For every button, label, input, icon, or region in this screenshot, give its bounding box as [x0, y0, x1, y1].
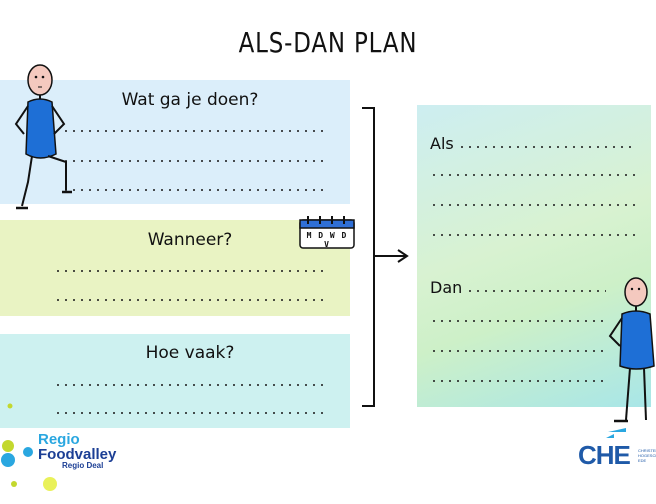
decorative-dots: [0, 400, 60, 500]
arrow-right-icon: [374, 248, 410, 268]
che-logo: CHE CHRISTELIJKE HOGESCHOOL EDE: [578, 428, 656, 471]
answer-line[interactable]: [62, 160, 328, 162]
stick-figure-icon: [606, 274, 656, 424]
then-line[interactable]: [430, 320, 606, 322]
if-line[interactable]: [458, 146, 636, 148]
logo-line: Regio: [38, 431, 80, 448]
question-what: Wat ga je doen?: [121, 90, 259, 110]
che-text: CHE: [578, 440, 631, 470]
answer-line[interactable]: [54, 412, 328, 414]
then-line[interactable]: [430, 350, 606, 352]
logo-line: Foodvalley: [38, 446, 117, 463]
if-line[interactable]: [430, 204, 636, 206]
if-line[interactable]: [430, 234, 636, 236]
page-title: ALS-DAN PLAN: [238, 26, 418, 59]
calendar-icon: M D W D V: [298, 214, 356, 250]
answer-line[interactable]: [62, 130, 328, 132]
che-subtext: CHRISTELIJKE HOGESCHOOL EDE: [638, 448, 656, 463]
answer-line[interactable]: [54, 270, 328, 272]
answer-line[interactable]: [54, 299, 328, 301]
then-label: Dan: [430, 278, 463, 297]
question-when: Wanneer?: [147, 230, 233, 250]
answer-line[interactable]: [54, 384, 328, 386]
what-panel: [0, 80, 350, 204]
stick-figure-icon: [6, 62, 76, 212]
plan-panel: [417, 105, 651, 407]
if-line[interactable]: [430, 174, 636, 176]
then-line[interactable]: [466, 290, 606, 292]
if-label: Als: [430, 134, 454, 153]
regio-foodvalley-logo: Regio Foodvalley Regio Deal: [38, 432, 116, 470]
answer-line[interactable]: [62, 189, 328, 191]
calendar-days: M D W D V: [306, 231, 348, 249]
question-how-often: Hoe vaak?: [145, 343, 235, 363]
then-line[interactable]: [430, 380, 606, 382]
logo-line: Regio Deal: [62, 461, 104, 470]
